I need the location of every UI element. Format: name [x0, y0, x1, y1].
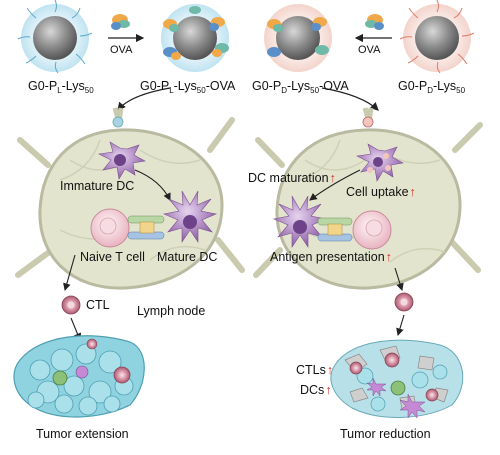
label-g0-pd-lys50-ova: G0-PD-Lys50-OVA: [252, 79, 349, 95]
arrow-to-left-node: [117, 87, 171, 111]
right-lymph-node: [253, 107, 483, 290]
label-dc-maturation: DC maturation↑: [248, 171, 336, 185]
particle-g0-pd-lys50-ova: [264, 4, 332, 72]
naive-t-cell: [90, 208, 130, 248]
tcr-mhc-synapse-left: [127, 215, 165, 240]
label-antigen-presentation: Antigen presentation↑: [270, 250, 392, 264]
up-arrow-icon: ↑: [329, 171, 336, 185]
arrow-to-ctl-right: [394, 267, 404, 292]
up-arrow-icon: ↑: [325, 383, 332, 397]
label-g0-pl-lys50: G0-PL-Lys50: [28, 79, 94, 95]
label-immature-dc: Immature DC: [60, 179, 135, 193]
label-tumor-extension: Tumor extension: [36, 427, 129, 441]
label-g0-pd-lys50: G0-PD-Lys50: [398, 79, 466, 95]
up-arrow-icon: ↑: [409, 185, 416, 199]
tcr-mhc-synapse-right: [317, 217, 353, 242]
t-cell-right: [352, 210, 392, 250]
label-ctls: CTLs↑: [296, 363, 334, 377]
mature-dc-cell: [162, 190, 218, 243]
tumor-mass-right: [330, 339, 464, 419]
label-tumor-reduction: Tumor reduction: [340, 427, 431, 441]
label-g0-pl-lys50-ova: G0-PL-Lys50-OVA: [140, 79, 236, 95]
up-arrow-icon: ↑: [385, 250, 392, 264]
arrow-uptake-to-mature: [309, 169, 361, 201]
up-arrow-icon: ↑: [326, 363, 334, 377]
label-dcs: DCs↑: [300, 383, 332, 397]
label-ova-right: OVA: [358, 44, 381, 56]
particle-g0-pd-lys50: [399, 0, 475, 74]
label-ctl: CTL: [86, 298, 110, 312]
tumor-mass-left: [13, 335, 145, 418]
ctl-cell: [61, 295, 81, 315]
mature-dc-cell-right: [272, 195, 328, 248]
arrow-immature-to-mature: [134, 169, 171, 201]
arrow-to-right-node: [321, 87, 379, 111]
uptake-dc-cell: [356, 143, 404, 182]
arrow-to-ctl: [63, 254, 76, 292]
particle-g0-pl-lys50-ova: [161, 4, 229, 72]
label-ova-left: OVA: [110, 44, 133, 56]
label-mature-dc: Mature DC: [157, 250, 218, 264]
label-naive-t-cell: Naive T cell: [80, 250, 145, 264]
immature-dc-cell: [98, 141, 146, 180]
ctl-cell-right: [394, 292, 414, 312]
label-cell-uptake: Cell uptake↑: [346, 185, 416, 199]
ova-antigen-right: [365, 14, 384, 30]
left-lymph-node: [15, 107, 245, 290]
arrow-to-right-tumor: [396, 314, 405, 337]
particle-g0-pl-lys50: [17, 0, 93, 74]
ova-antigen-left: [111, 14, 130, 30]
label-lymph-node: Lymph node: [137, 304, 206, 318]
